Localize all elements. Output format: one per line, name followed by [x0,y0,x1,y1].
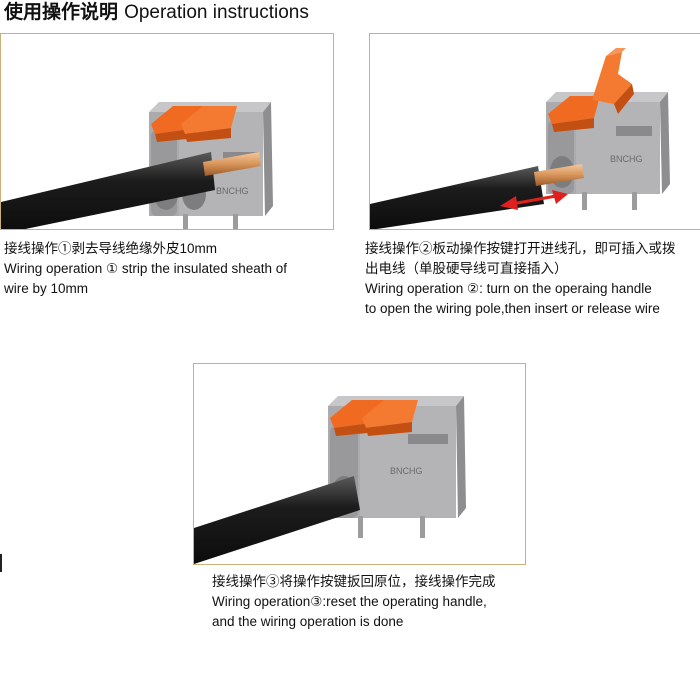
cable [1,152,261,229]
step2-text-cn-line1: 接线操作②板动操作按键打开进线孔，即可插入或拨 [365,241,676,256]
step2-text-en-line2: to open the wiring pole,then insert or r… [365,301,660,316]
step2-caption: 接线操作②板动操作按键打开进线孔，即可插入或拨 出电线（单股硬导线可直接插入） … [365,239,676,319]
step3-caption: 接线操作③将操作按键扳回原位，接线操作完成 Wiring operation③:… [212,572,496,632]
header-title-en: Operation instructions [124,2,309,23]
page-header: 使用操作说明 Operation instructions [4,0,309,25]
step3-text-cn: 接线操作③将操作按键扳回原位，接线操作完成 [212,574,496,589]
step2-text-en-line1: Wiring operation ②: turn on the operaing… [365,281,652,296]
brand-label: BNCHG [216,186,249,196]
step1-image-panel: BNCHG [0,33,334,230]
header-title-cn: 使用操作说明 [4,1,119,23]
step1-caption: 接线操作①剥去导线绝缘外皮10mm Wiring operation ① str… [4,239,287,299]
step3-text-en-line2: and the wiring operation is done [212,614,404,629]
step2-text-cn-line2: 出电线（单股硬导线可直接插入） [365,261,568,276]
brand-label: BNCHG [610,154,643,164]
lever-right-raised [592,48,634,114]
step2-image-panel: BNCHG [369,33,700,230]
cable [370,164,584,229]
step3-text-en-line1: Wiring operation③:reset the operating ha… [212,594,487,609]
step3-illustration: BNCHG [194,396,466,564]
step3-image-panel: BNCHG [193,363,526,565]
step1-text-cn: 接线操作①剥去导线绝缘外皮10mm [4,241,218,256]
step2-illustration: BNCHG [370,48,670,229]
insert-release-arrow-icon [500,190,568,210]
step1-text-en-line1: Wiring operation ① strip the insulated s… [4,261,288,276]
lever-left [548,96,600,132]
lever-right [362,400,418,436]
lever-right [181,106,237,142]
edge-marker [0,554,2,572]
cable [194,476,360,564]
step1-text-en-line2: wire by 10mm [4,281,89,296]
brand-label: BNCHG [390,466,423,476]
step1-illustration: BNCHG [1,102,273,229]
